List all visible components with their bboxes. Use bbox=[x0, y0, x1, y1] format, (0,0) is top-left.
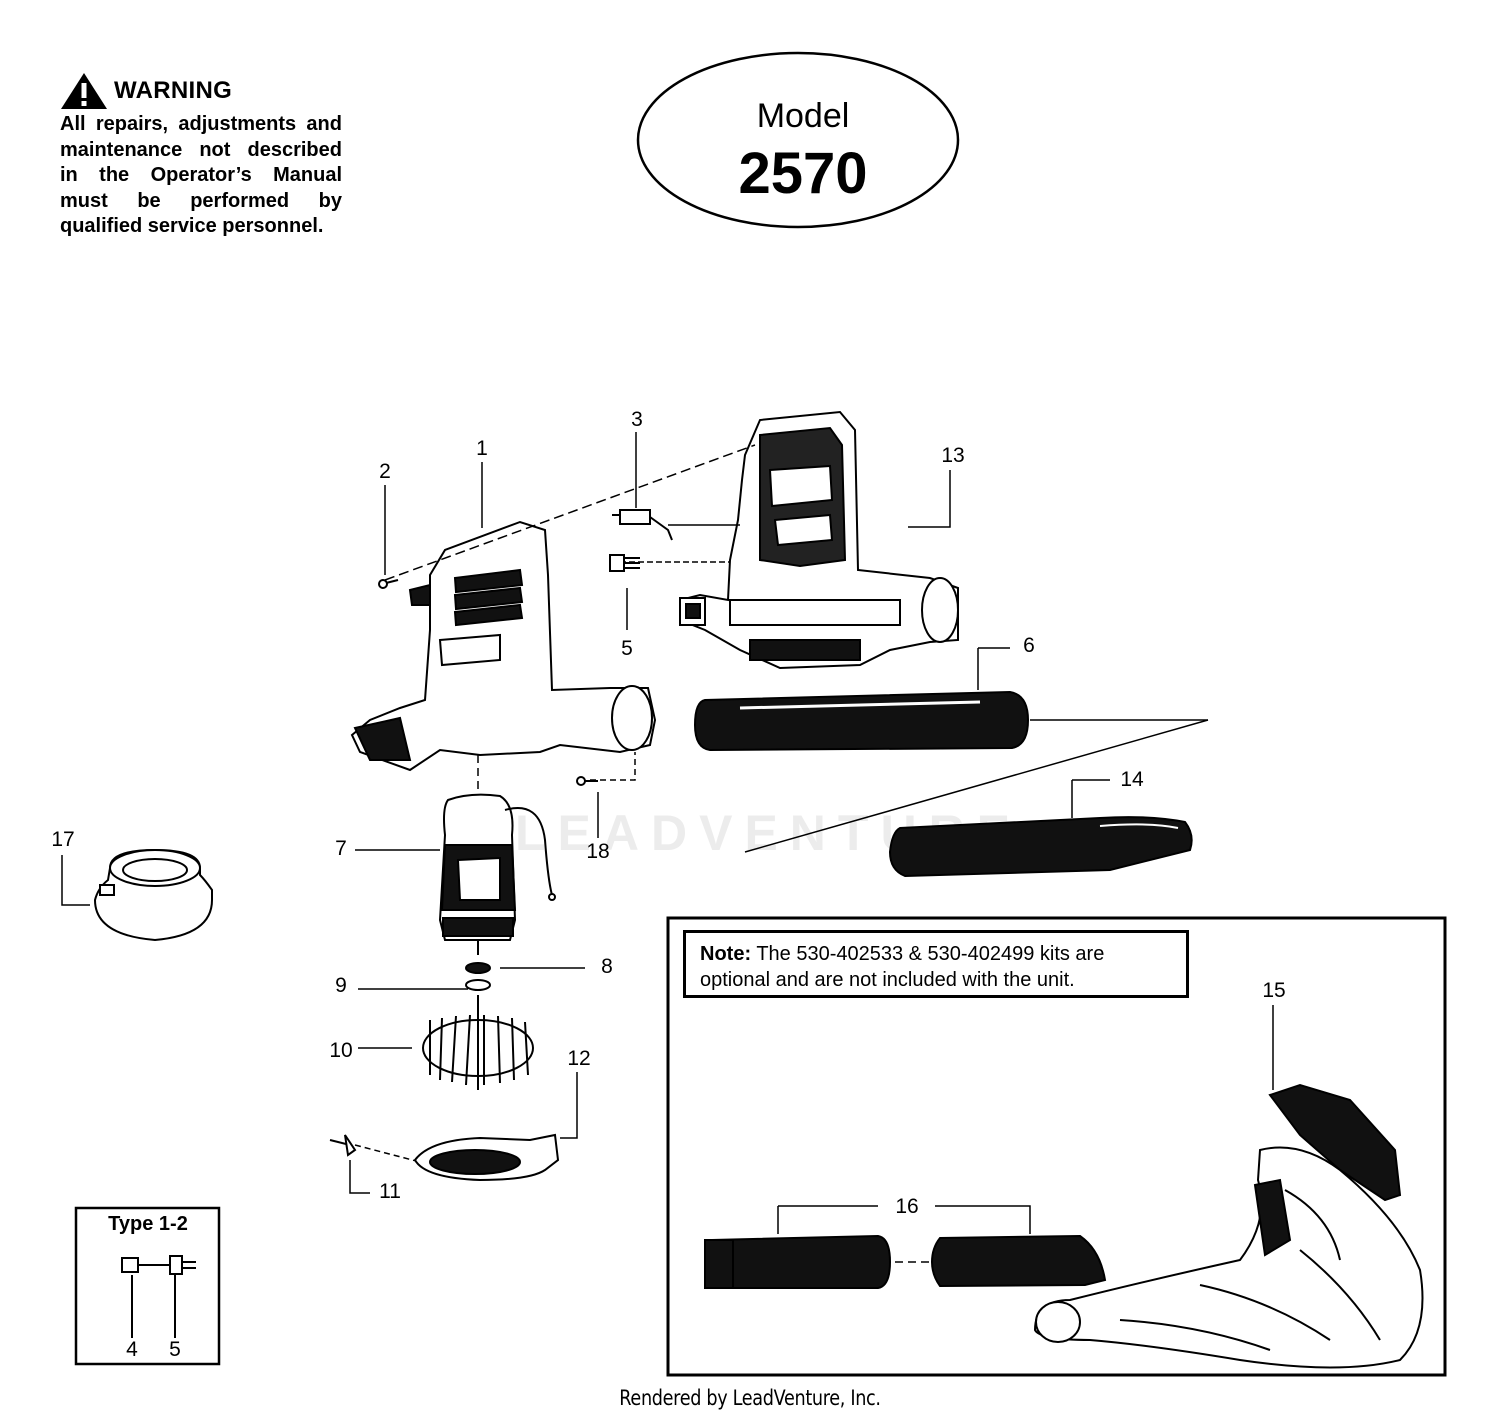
fan-cover-part-12 bbox=[413, 1133, 560, 1182]
callout-16: 16 bbox=[895, 1195, 918, 1218]
washer-part-8 bbox=[465, 962, 491, 974]
optional-kits-inset bbox=[666, 916, 1447, 1377]
callout-6: 6 bbox=[1023, 634, 1035, 657]
collection-bag-part-15 bbox=[1033, 1083, 1424, 1369]
note-box: Note: The 530-402533 & 530-402499 kits a… bbox=[683, 930, 1189, 998]
note-text: The 530-402533 & 530-402499 kits are opt… bbox=[700, 943, 1105, 991]
motor-part-7 bbox=[438, 793, 556, 955]
tube-kit-part-16 bbox=[703, 1234, 1107, 1289]
type-label: Type 1-2 bbox=[108, 1213, 188, 1235]
warning-text: All repairs, adjustments and maintenance… bbox=[60, 113, 342, 238]
switch-part-4-icon bbox=[121, 1257, 139, 1273]
washer-part-9 bbox=[465, 979, 491, 991]
model-label: Model bbox=[757, 97, 850, 135]
callout-5-type-box: 5 bbox=[169, 1338, 181, 1361]
adapter-part-17 bbox=[93, 848, 213, 942]
warning-title-text: WARNING bbox=[114, 77, 233, 104]
callout-4: 4 bbox=[126, 1338, 138, 1361]
callout-9: 9 bbox=[335, 974, 347, 997]
callout-15: 15 bbox=[1262, 979, 1285, 1002]
screw-part-11 bbox=[329, 1134, 357, 1157]
callout-2: 2 bbox=[379, 460, 391, 483]
callout-leaders bbox=[61, 432, 1110, 1194]
callout-numbers: 1 2 3 13 5 6 14 7 18 17 8 9 10 12 11 15 … bbox=[51, 408, 1285, 1361]
note-label: Note: bbox=[700, 943, 752, 965]
rear-housing-part-13 bbox=[679, 410, 959, 670]
footer-credit: Rendered by LeadVenture, Inc. bbox=[619, 1386, 881, 1410]
callout-7: 7 bbox=[335, 837, 347, 860]
callout-13: 13 bbox=[941, 444, 964, 467]
screw-part-18 bbox=[576, 776, 598, 786]
callout-8: 8 bbox=[601, 955, 613, 978]
cord-retainer-part-5-icon bbox=[169, 1255, 183, 1275]
cord-retainer-part-5 bbox=[609, 554, 640, 572]
callout-18: 18 bbox=[586, 840, 609, 863]
front-housing-part-1 bbox=[350, 520, 657, 772]
nozzle-part-14 bbox=[888, 816, 1193, 878]
callout-5: 5 bbox=[621, 637, 633, 660]
type-1-2-box: Type 1-2 bbox=[74, 1206, 221, 1366]
screw-part-2 bbox=[378, 579, 399, 589]
impeller-part-10 bbox=[422, 995, 534, 1090]
model-badge: Model 2570 bbox=[636, 51, 960, 229]
blower-tube-part-6 bbox=[693, 690, 1030, 752]
callout-17: 17 bbox=[51, 828, 74, 851]
callout-12: 12 bbox=[567, 1047, 590, 1070]
callout-3: 3 bbox=[631, 408, 643, 431]
model-number: 2570 bbox=[738, 141, 867, 206]
callout-1: 1 bbox=[476, 437, 488, 460]
callout-10: 10 bbox=[329, 1039, 352, 1062]
switch-part-3 bbox=[612, 509, 673, 541]
callout-11: 11 bbox=[379, 1180, 401, 1203]
warning-title: WARNING bbox=[60, 72, 342, 110]
warning-block: WARNING All repairs, adjustments and mai… bbox=[60, 72, 342, 240]
warning-triangle-icon bbox=[61, 73, 107, 109]
callout-14: 14 bbox=[1120, 768, 1144, 791]
tube-kit-leaders bbox=[777, 1005, 1274, 1234]
